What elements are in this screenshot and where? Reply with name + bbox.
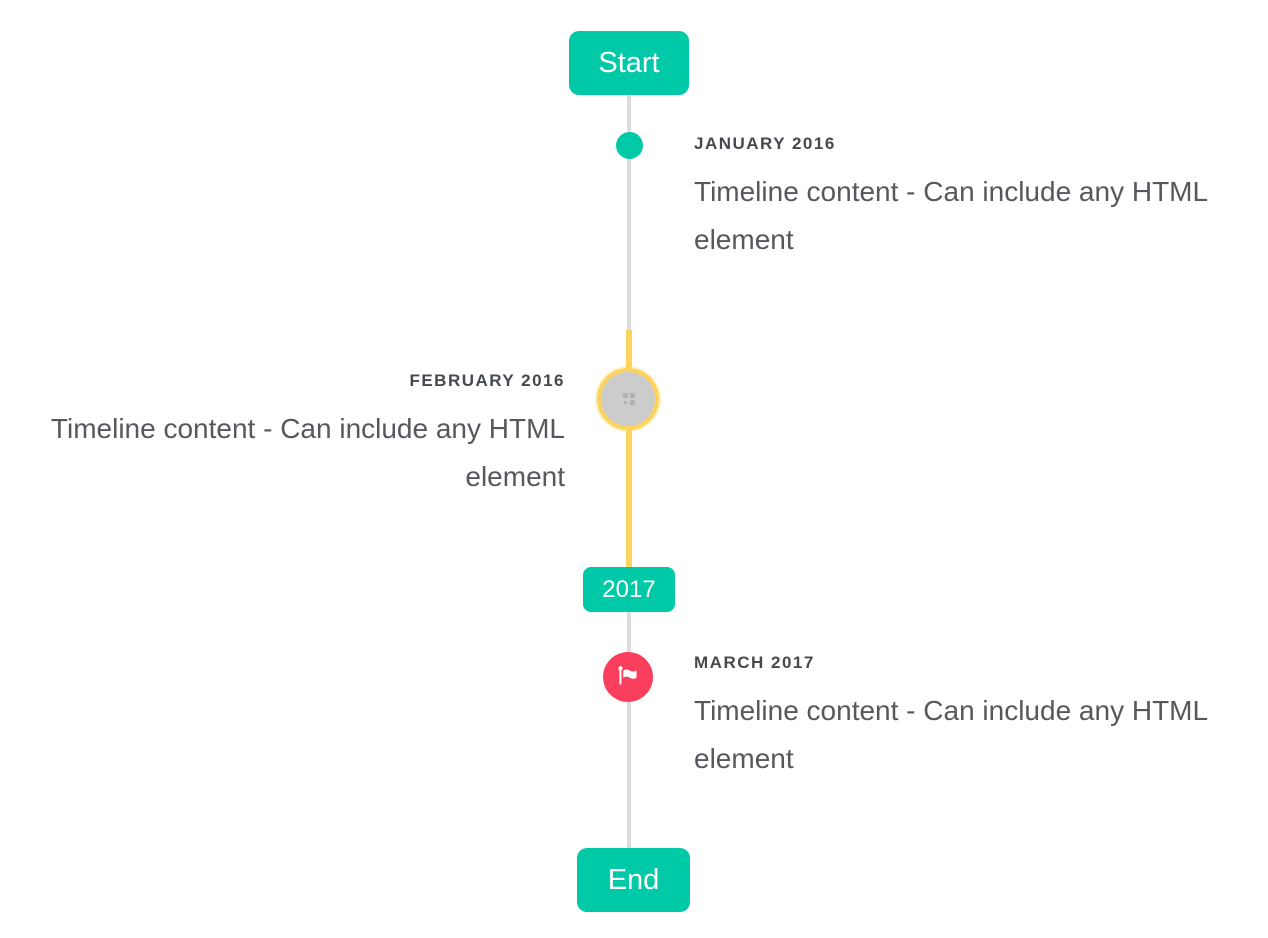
timeline-line-segment-highlighted [626, 330, 632, 567]
event-content: Timeline content - Can include any HTML … [694, 176, 1208, 255]
flag-icon [615, 664, 641, 690]
timeline-line-segment-bottom [627, 611, 631, 848]
timeline-event-january: JANUARY 2016 Timeline content - Can incl… [694, 134, 1218, 264]
timeline-end-badge: End [577, 848, 690, 912]
event-marker-image-february[interactable] [597, 368, 659, 430]
timeline-start-badge: Start [569, 31, 689, 95]
timeline-year-badge-2017: 2017 [583, 567, 675, 612]
event-content: Timeline content - Can include any HTML … [50, 413, 565, 492]
event-content: Timeline content - Can include any HTML … [694, 695, 1208, 774]
event-date-label: FEBRUARY 2016 [409, 371, 565, 390]
event-marker-flag-march[interactable] [603, 652, 653, 702]
timeline-line-segment-top [627, 95, 631, 330]
broken-image-icon [620, 392, 637, 407]
timeline-event-february: FEBRUARY 2016 Timeline content - Can inc… [41, 371, 565, 501]
event-marker-dot-january[interactable] [616, 132, 643, 159]
event-date-label: JANUARY 2016 [694, 134, 836, 153]
event-date-label: MARCH 2017 [694, 653, 815, 672]
timeline-event-march: MARCH 2017 Timeline content - Can includ… [694, 653, 1218, 783]
